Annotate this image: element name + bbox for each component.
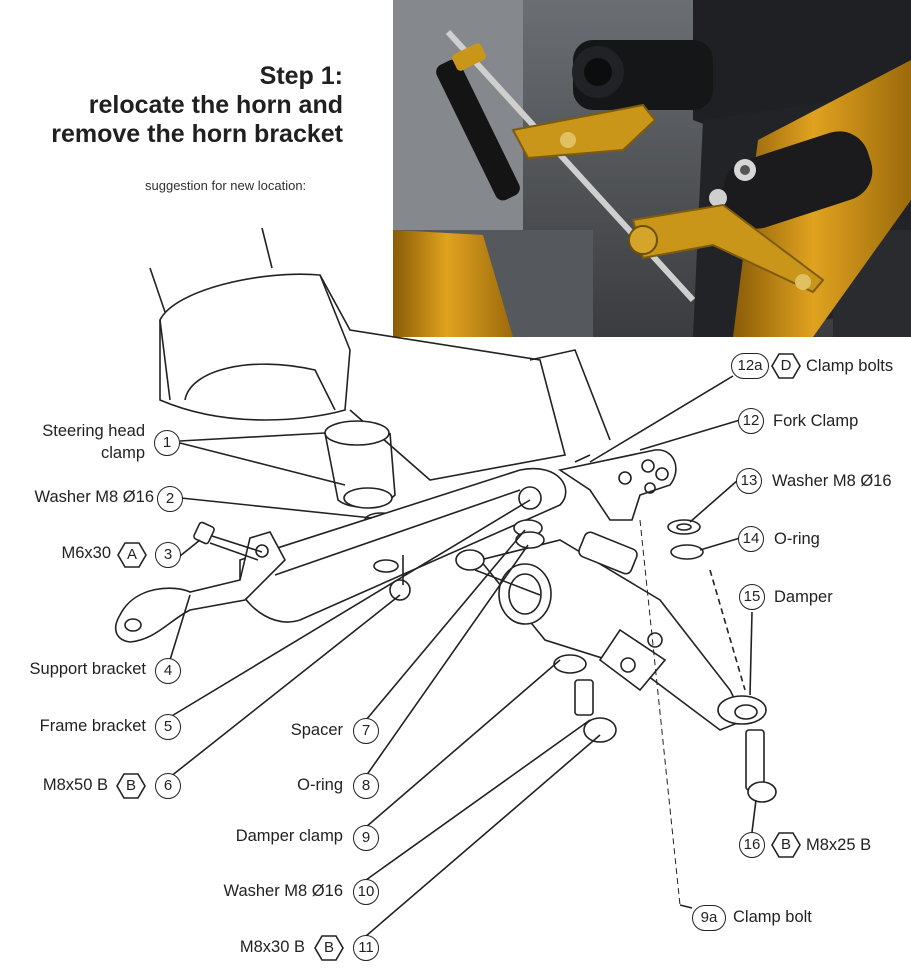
label-clamp-bolts: Clamp bolts xyxy=(806,357,894,375)
label-o-ring-14: O-ring xyxy=(774,530,820,548)
callout-14: 14 xyxy=(738,526,764,552)
label-washer-10: Washer M8 Ø16 xyxy=(223,882,343,900)
callout-16: 16 xyxy=(739,832,765,858)
callout-9a: 9a xyxy=(692,905,726,931)
title-line-1: Step 1: xyxy=(259,62,343,90)
callout-6: 6 xyxy=(155,773,181,799)
code-b-hex-6: B xyxy=(116,773,146,799)
callout-5: 5 xyxy=(155,714,181,740)
label-m8x50b: M8x50 B xyxy=(42,776,108,794)
callout-3: 3 xyxy=(155,542,181,568)
label-o-ring-8: O-ring xyxy=(297,776,343,794)
label-fork-clamp: Fork Clamp xyxy=(773,412,859,430)
code-d-hex: D xyxy=(771,353,801,379)
label-washer-13: Washer M8 Ø16 xyxy=(772,472,892,490)
callout-13: 13 xyxy=(736,468,762,494)
callout-12a: 12a xyxy=(731,353,769,379)
label-spacer: Spacer xyxy=(290,721,343,739)
callout-8: 8 xyxy=(353,773,379,799)
title-line-3: remove the horn bracket xyxy=(51,120,343,148)
label-steering-head-clamp: Steering head clamp xyxy=(42,422,145,462)
callout-15: 15 xyxy=(739,584,765,610)
callout-10: 10 xyxy=(353,879,379,905)
installed-damper-photo xyxy=(393,0,911,337)
code-b-hex-11: B xyxy=(314,935,344,961)
new-location-caption: suggestion for new location: xyxy=(145,178,307,193)
label-washer-2: Washer M8 Ø16 xyxy=(34,488,154,506)
label-m8x25b: M8x25 B xyxy=(806,836,872,854)
label-damper-clamp: Damper clamp xyxy=(235,827,343,845)
code-b-hex-16: B xyxy=(771,832,801,858)
label-clamp-bolt: Clamp bolt xyxy=(733,908,812,926)
code-a-hex: A xyxy=(117,542,147,568)
callout-12: 12 xyxy=(738,408,764,434)
step-title: Step 1: relocate the horn and remove the… xyxy=(51,62,343,149)
callout-1: 1 xyxy=(154,430,180,456)
callout-2: 2 xyxy=(157,486,183,512)
callout-11: 11 xyxy=(353,935,379,961)
label-damper: Damper xyxy=(774,588,833,606)
callout-7: 7 xyxy=(353,718,379,744)
label-m8x30b: M8x30 B xyxy=(239,938,305,956)
label-support-bracket: Support bracket xyxy=(29,660,146,678)
label-frame-bracket: Frame bracket xyxy=(39,717,146,735)
callout-9: 9 xyxy=(353,825,379,851)
title-line-2: relocate the horn and xyxy=(88,91,343,119)
callout-4: 4 xyxy=(155,658,181,684)
label-m6x30: M6x30 xyxy=(61,544,111,562)
